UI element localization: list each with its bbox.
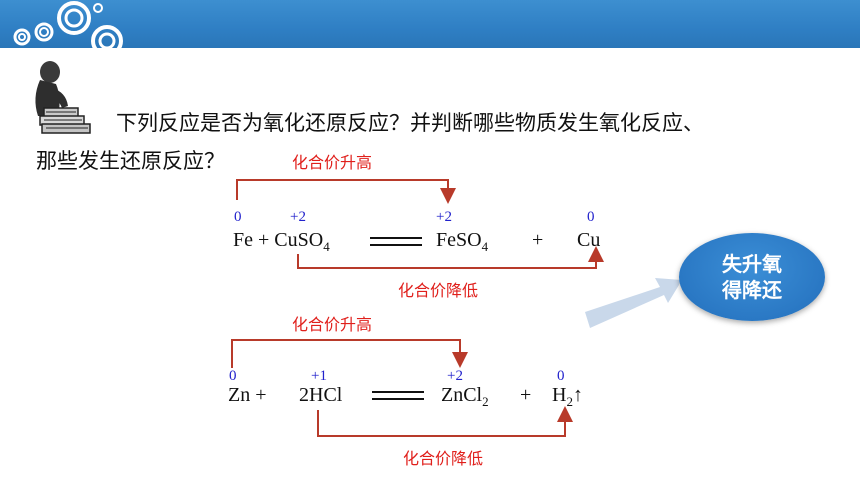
r1-fall-bracket [297, 246, 604, 269]
r1-cu-product-valence: 0 [587, 209, 595, 225]
thinker-books-icon [35, 61, 91, 134]
r2-h2-gas: H2↑ [552, 384, 583, 409]
decorative-rings [13, 1, 123, 57]
r2-rise-label: 化合价升高 [292, 315, 372, 334]
r1-fe-product-valence: +2 [436, 209, 452, 225]
r1-reactants: Fe + CuSO4 [233, 229, 330, 254]
mnemonic-badge: 失升氧 得降还 [679, 233, 825, 321]
badge-line-2: 得降还 [722, 278, 782, 302]
question-line-1: 下列反应是否为氧化还原反应？并判断哪些物质发生氧化反应、 [116, 111, 704, 135]
r2-fall-label: 化合价降低 [403, 449, 483, 468]
r2-zn-valence: 0 [229, 368, 237, 384]
r1-fall-label: 化合价降低 [398, 281, 478, 300]
badge-line-1: 失升氧 [722, 252, 782, 276]
header-bar [0, 0, 860, 48]
r1-cu-reactant-valence: +2 [290, 209, 306, 225]
r2-rise-bracket [231, 339, 468, 368]
pointer-arrow [585, 278, 682, 328]
r2-h-product-valence: 0 [557, 368, 565, 384]
r1-rise-bracket [236, 179, 456, 204]
r1-cu-product: Cu [577, 229, 600, 251]
r2-h-reactant-valence: +1 [311, 368, 327, 384]
r2-zn-product-valence: +2 [447, 368, 463, 384]
r2-hcl: 2HCl [299, 384, 343, 406]
question-text: 下列反应是否为氧化还原反应？并判断哪些物质发生氧化反应、 那些发生还原反应？ [36, 104, 836, 180]
r2-plus: + [520, 384, 531, 406]
r1-plus: + [532, 229, 543, 251]
header-divider [0, 48, 860, 50]
r2-zncl2: ZnCl2 [441, 384, 489, 409]
r1-feso4: FeSO4 [436, 229, 489, 254]
r1-rise-label: 化合价升高 [292, 153, 372, 172]
r1-fe-valence: 0 [234, 209, 242, 225]
question-line-2: 那些发生还原反应？ [36, 149, 225, 173]
r2-zn-reactant: Zn + [228, 384, 267, 406]
r2-fall-bracket [317, 406, 573, 437]
